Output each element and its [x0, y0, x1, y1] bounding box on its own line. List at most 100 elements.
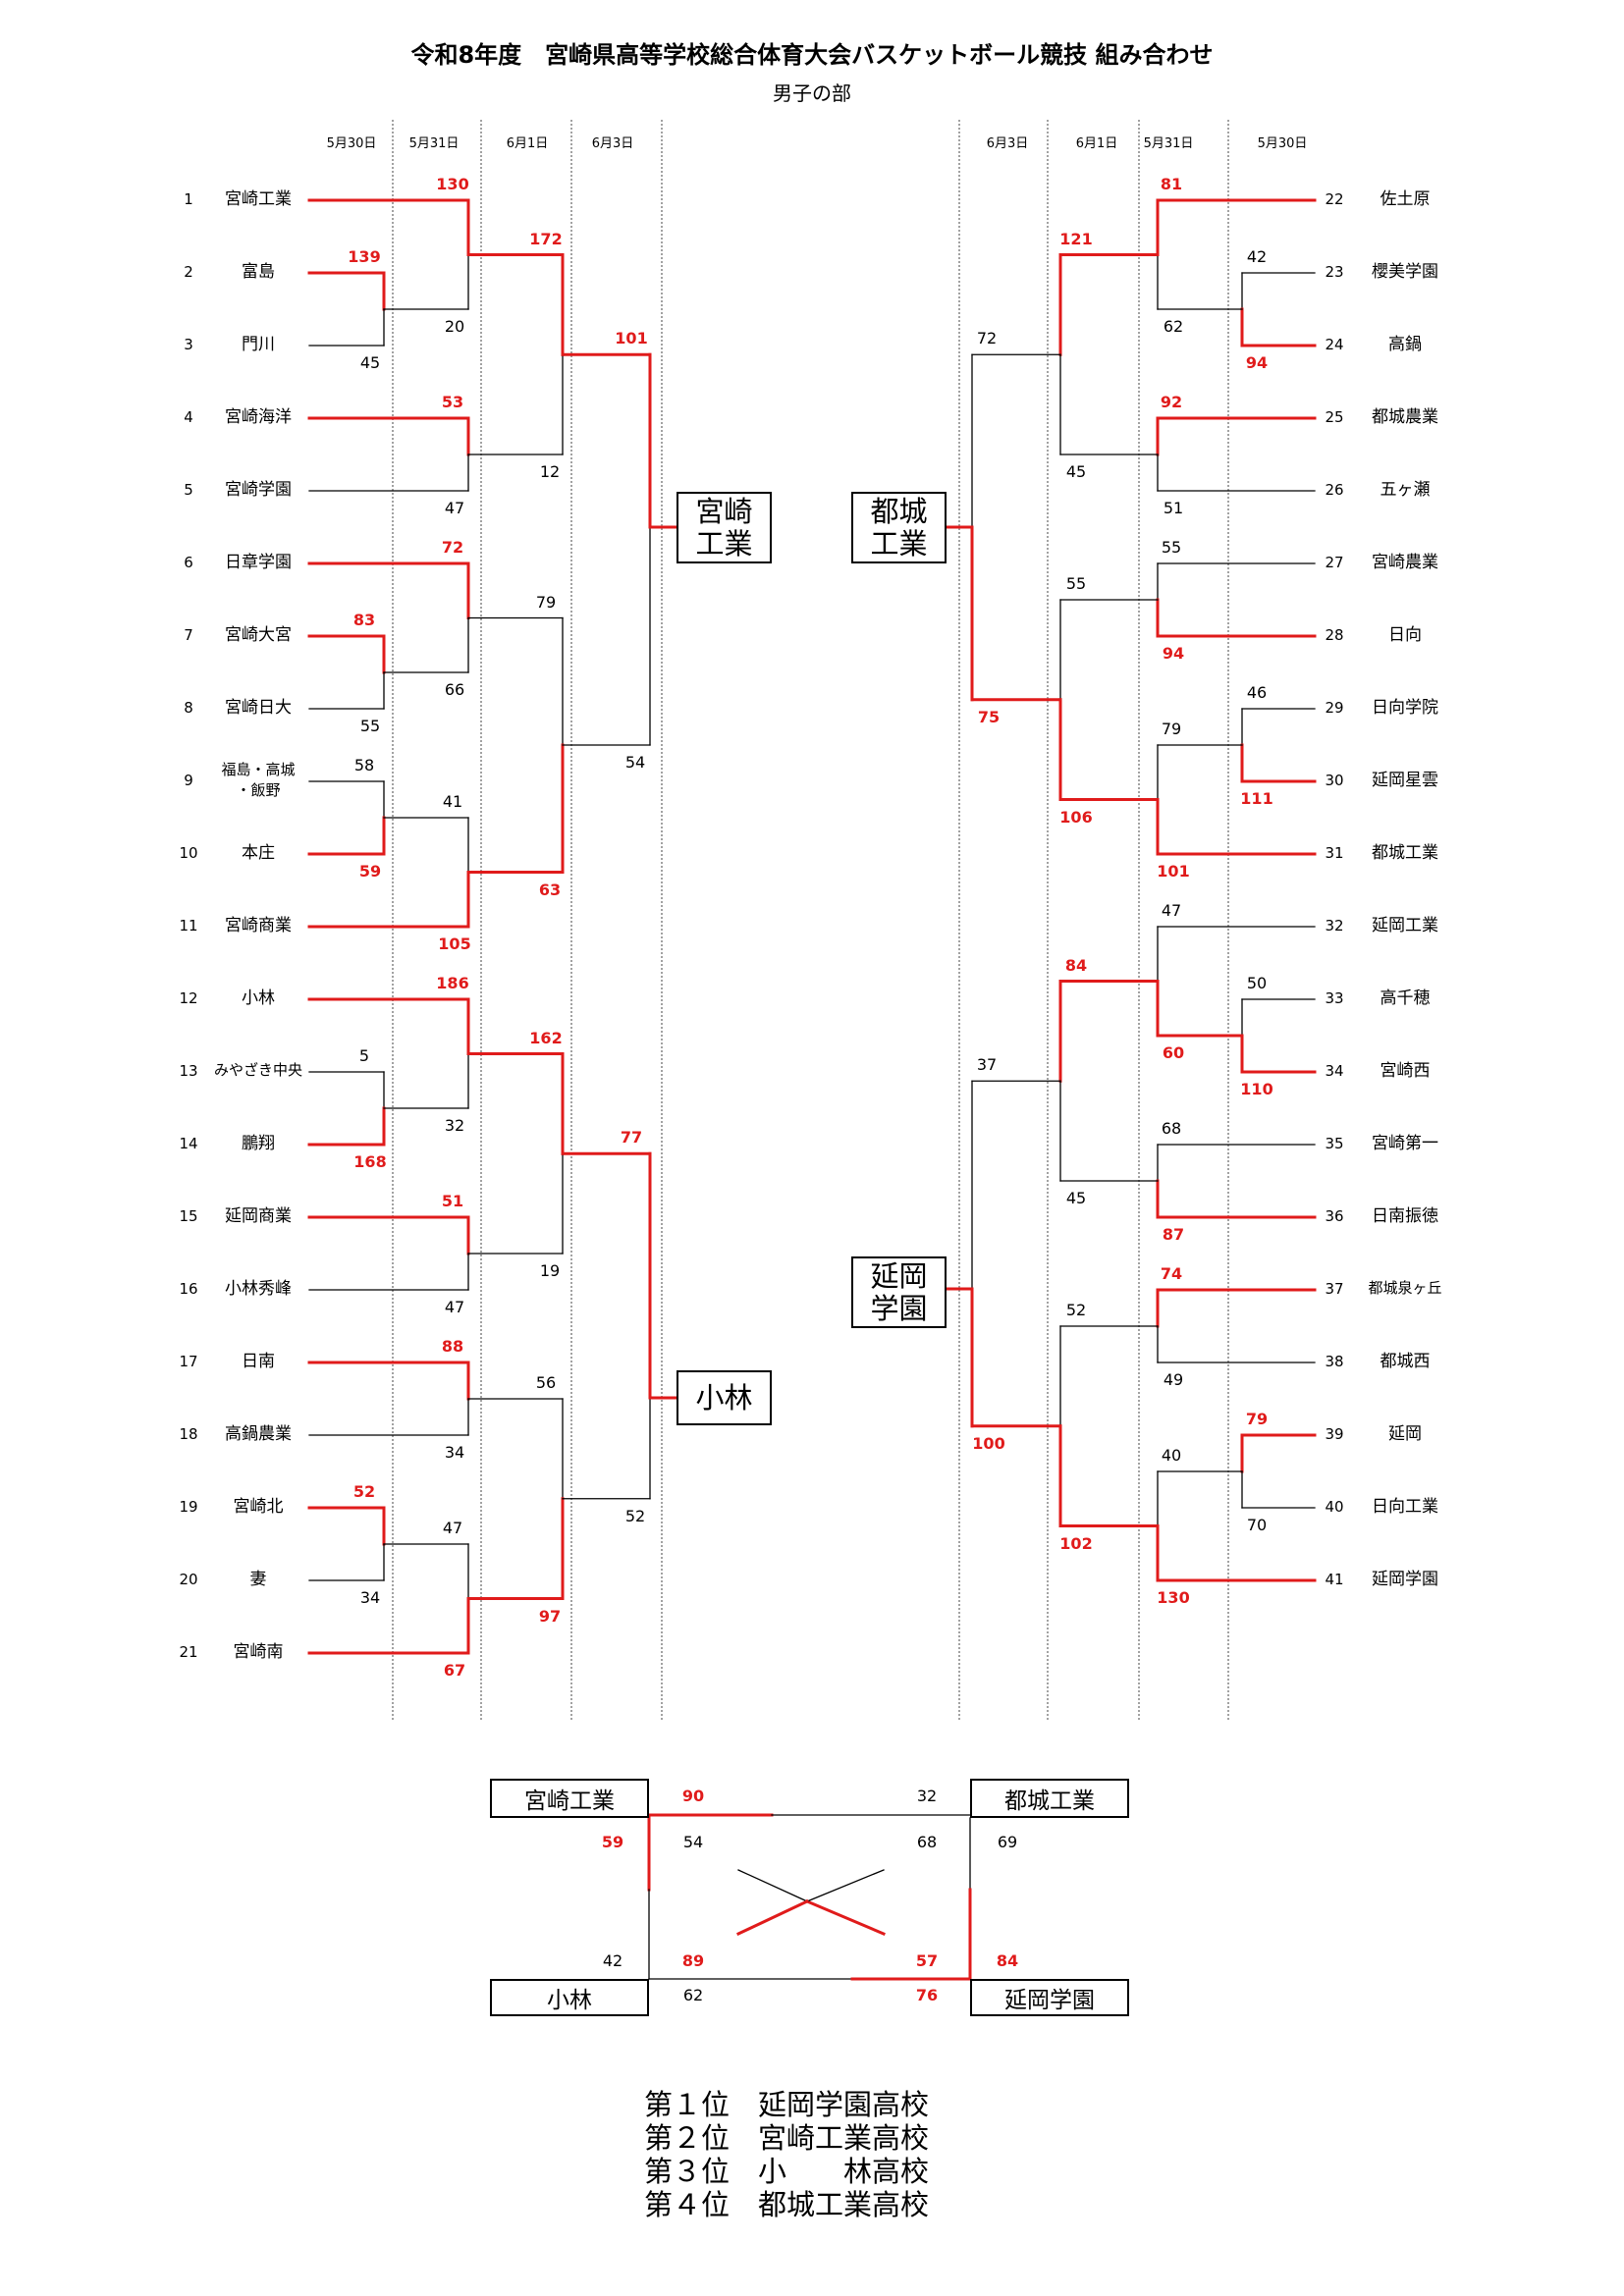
score-label: 20 [444, 317, 465, 336]
team-name: 延岡学園 [1372, 1570, 1438, 1589]
team-number: 40 [1325, 1498, 1344, 1516]
page-subtitle: 男子の部 [773, 81, 851, 105]
team-name: 五ヶ瀬 [1380, 480, 1431, 500]
team-name: ・飯野 [236, 781, 281, 799]
final-line [736, 1899, 809, 1936]
score-label: 72 [441, 538, 464, 557]
team-number: 15 [179, 1207, 198, 1225]
score-label: 77 [620, 1128, 643, 1148]
score-label: 56 [535, 1373, 557, 1392]
team-number: 1 [184, 190, 193, 208]
date-header: 6月3日 [986, 136, 1029, 151]
champion-box-miyakonojo-kogyo: 都城工業 [851, 492, 947, 563]
score-label: 50 [1246, 974, 1268, 992]
score-label: 130 [1157, 1588, 1190, 1607]
score-label: 47 [1161, 901, 1182, 920]
standing-2: 第２位 宮崎工業高校 [644, 2121, 930, 2155]
score-label: 42 [1246, 247, 1268, 266]
score-label: 68 [1161, 1119, 1182, 1138]
team-name: 都城泉ヶ丘 [1368, 1279, 1442, 1297]
team-name: 小林秀峰 [225, 1279, 292, 1299]
score-label: 63 [538, 880, 562, 899]
final-score: 84 [996, 1951, 1019, 1970]
score-label: 47 [442, 1519, 463, 1537]
score-label: 139 [348, 247, 381, 266]
team-name: 妻 [249, 1570, 267, 1589]
score-label: 172 [529, 229, 563, 248]
score-label: 32 [444, 1116, 465, 1135]
team-name: 延岡工業 [1372, 916, 1438, 935]
score-label: 92 [1160, 393, 1183, 411]
date-header: 6月3日 [591, 136, 634, 151]
score-label: 60 [1162, 1043, 1185, 1062]
score-label: 51 [1163, 499, 1184, 517]
score-label: 19 [539, 1261, 561, 1280]
score-label: 70 [1246, 1516, 1268, 1534]
final-score: 62 [682, 1986, 704, 2004]
team-number: 38 [1325, 1353, 1344, 1370]
score-label: 34 [359, 1588, 381, 1607]
team-number: 14 [179, 1135, 198, 1152]
score-label: 45 [1065, 462, 1087, 481]
team-number: 21 [179, 1643, 198, 1661]
team-name: 福島・高城 [221, 761, 296, 778]
team-number: 13 [179, 1062, 198, 1080]
team-name: 宮崎農業 [1372, 553, 1438, 572]
team-name: 日南振徳 [1372, 1206, 1438, 1226]
team-number: 12 [179, 989, 198, 1007]
final-line [806, 1869, 885, 1902]
team-name: 延岡 [1388, 1424, 1422, 1444]
score-label: 41 [442, 792, 463, 811]
team-name: 小林 [242, 988, 275, 1008]
final-score: 69 [997, 1833, 1018, 1851]
team-name: 宮崎大宮 [225, 625, 292, 645]
team-name: 日向 [1388, 625, 1422, 645]
team-number: 34 [1325, 1062, 1344, 1080]
score-label: 59 [358, 862, 382, 881]
team-number: 2 [184, 263, 193, 281]
score-label: 55 [359, 717, 381, 735]
team-name: 富島 [242, 262, 275, 282]
team-name: 日向工業 [1372, 1497, 1438, 1517]
score-label: 111 [1240, 789, 1273, 808]
score-label: 83 [352, 611, 376, 629]
score-label: 84 [1064, 955, 1088, 975]
score-label: 54 [624, 753, 646, 772]
champion-box-kobayashi: 小林 [677, 1370, 772, 1425]
score-label: 130 [436, 175, 469, 193]
final-line [737, 1869, 808, 1902]
team-name: 宮崎第一 [1372, 1134, 1438, 1153]
score-label: 5 [358, 1046, 370, 1065]
champion-box-nobeoka-gakuen: 延岡学園 [851, 1256, 947, 1328]
team-number: 8 [184, 699, 193, 717]
score-label: 55 [1065, 574, 1087, 593]
team-name: 都城農業 [1372, 407, 1438, 427]
team-number: 33 [1325, 989, 1344, 1007]
team-name: 宮崎北 [233, 1497, 284, 1517]
score-label: 100 [972, 1433, 1005, 1453]
team-number: 25 [1325, 408, 1344, 426]
score-label: 47 [444, 1298, 465, 1316]
score-label: 101 [615, 329, 648, 348]
final-score: 76 [915, 1986, 939, 2004]
score-label: 49 [1163, 1370, 1184, 1389]
team-number: 19 [179, 1498, 198, 1516]
score-label: 97 [538, 1606, 562, 1626]
team-number: 20 [179, 1571, 198, 1588]
team-number: 18 [179, 1425, 198, 1443]
date-header: 5月30日 [326, 136, 377, 151]
team-name: 宮崎南 [233, 1642, 284, 1662]
score-label: 51 [441, 1192, 464, 1210]
score-label: 110 [1240, 1080, 1273, 1098]
final-box-bottom-left: 小林 [490, 1979, 649, 2016]
standing-1: 第１位 延岡学園高校 [644, 2088, 930, 2121]
standing-4: 第４位 都城工業高校 [644, 2188, 930, 2221]
score-label: 62 [1163, 317, 1184, 336]
team-number: 41 [1325, 1571, 1344, 1588]
final-line [805, 1899, 886, 1936]
team-name: 鵬翔 [242, 1134, 275, 1153]
score-label: 34 [444, 1443, 465, 1462]
team-name: 日向学院 [1372, 698, 1438, 718]
